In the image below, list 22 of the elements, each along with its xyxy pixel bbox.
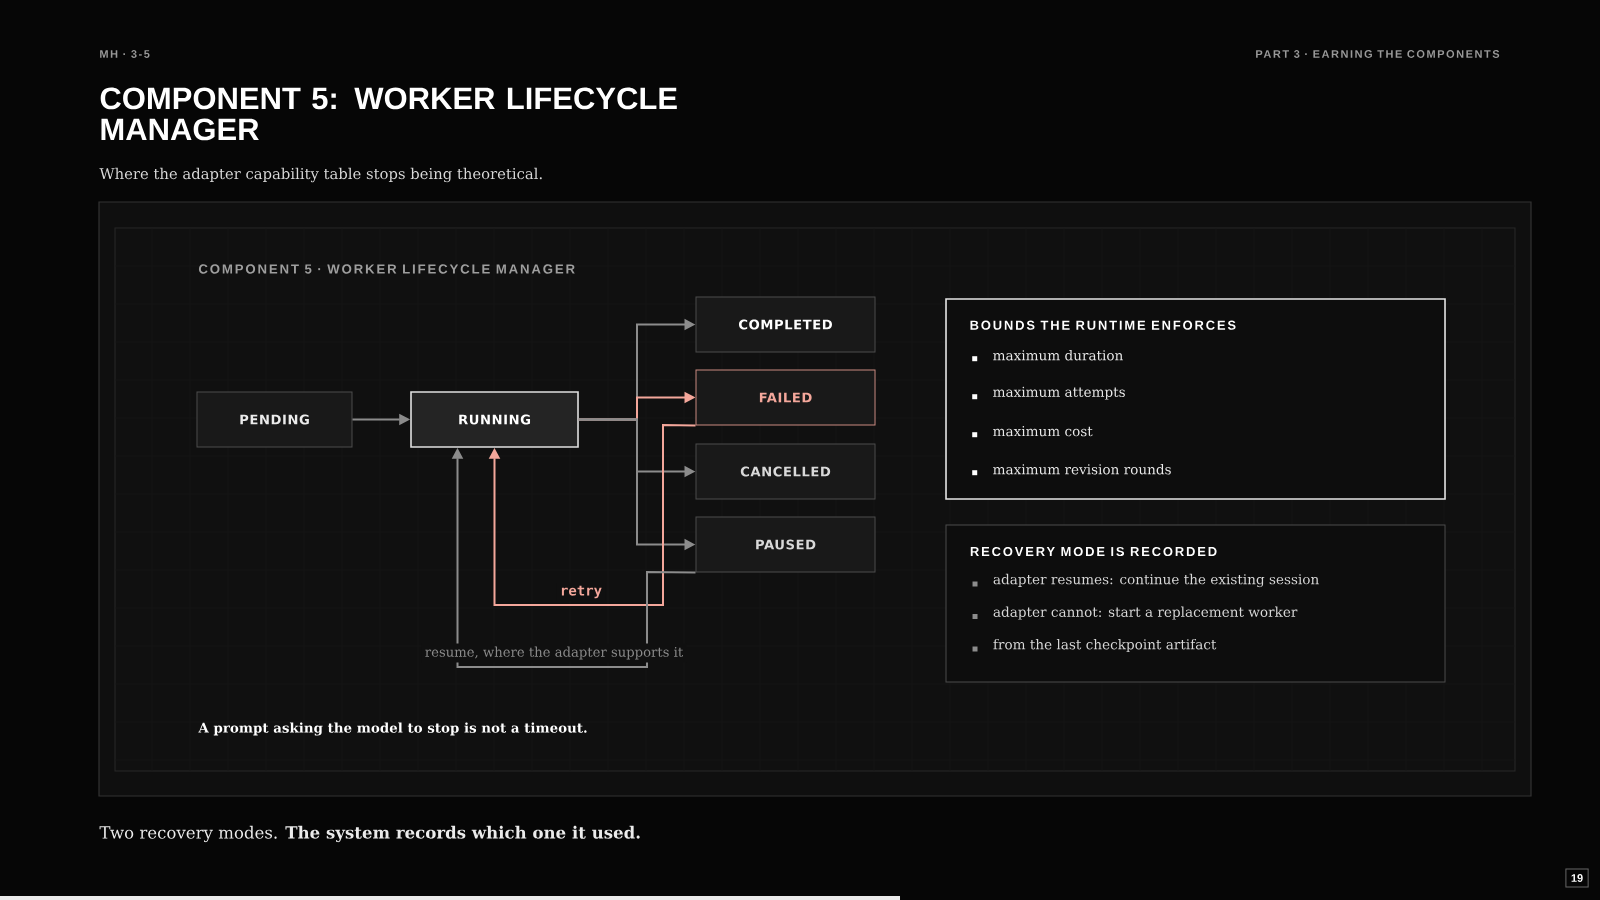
- bullet-item: maximum duration: [972, 349, 1123, 362]
- bullet-item: maximum revision rounds: [972, 463, 1171, 476]
- state-box: CANCELLED: [695, 443, 876, 500]
- state-box: PENDING: [196, 391, 353, 448]
- slide-title: COMPONENT 5: WORKER LIFECYCLE MANAGER: [100, 87, 677, 141]
- summary-text: Two recovery modes. The system records which one it used.: [99, 825, 640, 843]
- state-box: PAUSED: [695, 516, 876, 573]
- bullet-item: maximum attempts: [972, 386, 1125, 400]
- state-box: RUNNING: [410, 391, 579, 448]
- page-number: 19: [1565, 868, 1589, 888]
- bullet-item: adapter cannot: start a replacement worker: [972, 606, 1298, 620]
- bullet-item: adapter resumes: continue the existing session: [972, 573, 1319, 588]
- subtitle-text: Where the adapter capability table stops being theoretical.: [99, 167, 542, 183]
- state-box: FAILED: [695, 369, 876, 426]
- header-text: MH · 3-5: [100, 50, 150, 58]
- diagram-heading: COMPONENT 5 · WORKER LIFECYCLE MANAGER: [198, 264, 575, 274]
- bullet-item: from the last checkpoint artifact: [972, 638, 1217, 653]
- note-text: A prompt asking the model to stop is not a timeout.: [198, 722, 587, 736]
- arrow: [488, 424, 697, 606]
- state-box: COMPLETED: [695, 296, 876, 353]
- header-text: PART 3 · EARNING THE COMPONENTS: [1256, 50, 1500, 58]
- bullet-item: maximum cost: [972, 426, 1093, 438]
